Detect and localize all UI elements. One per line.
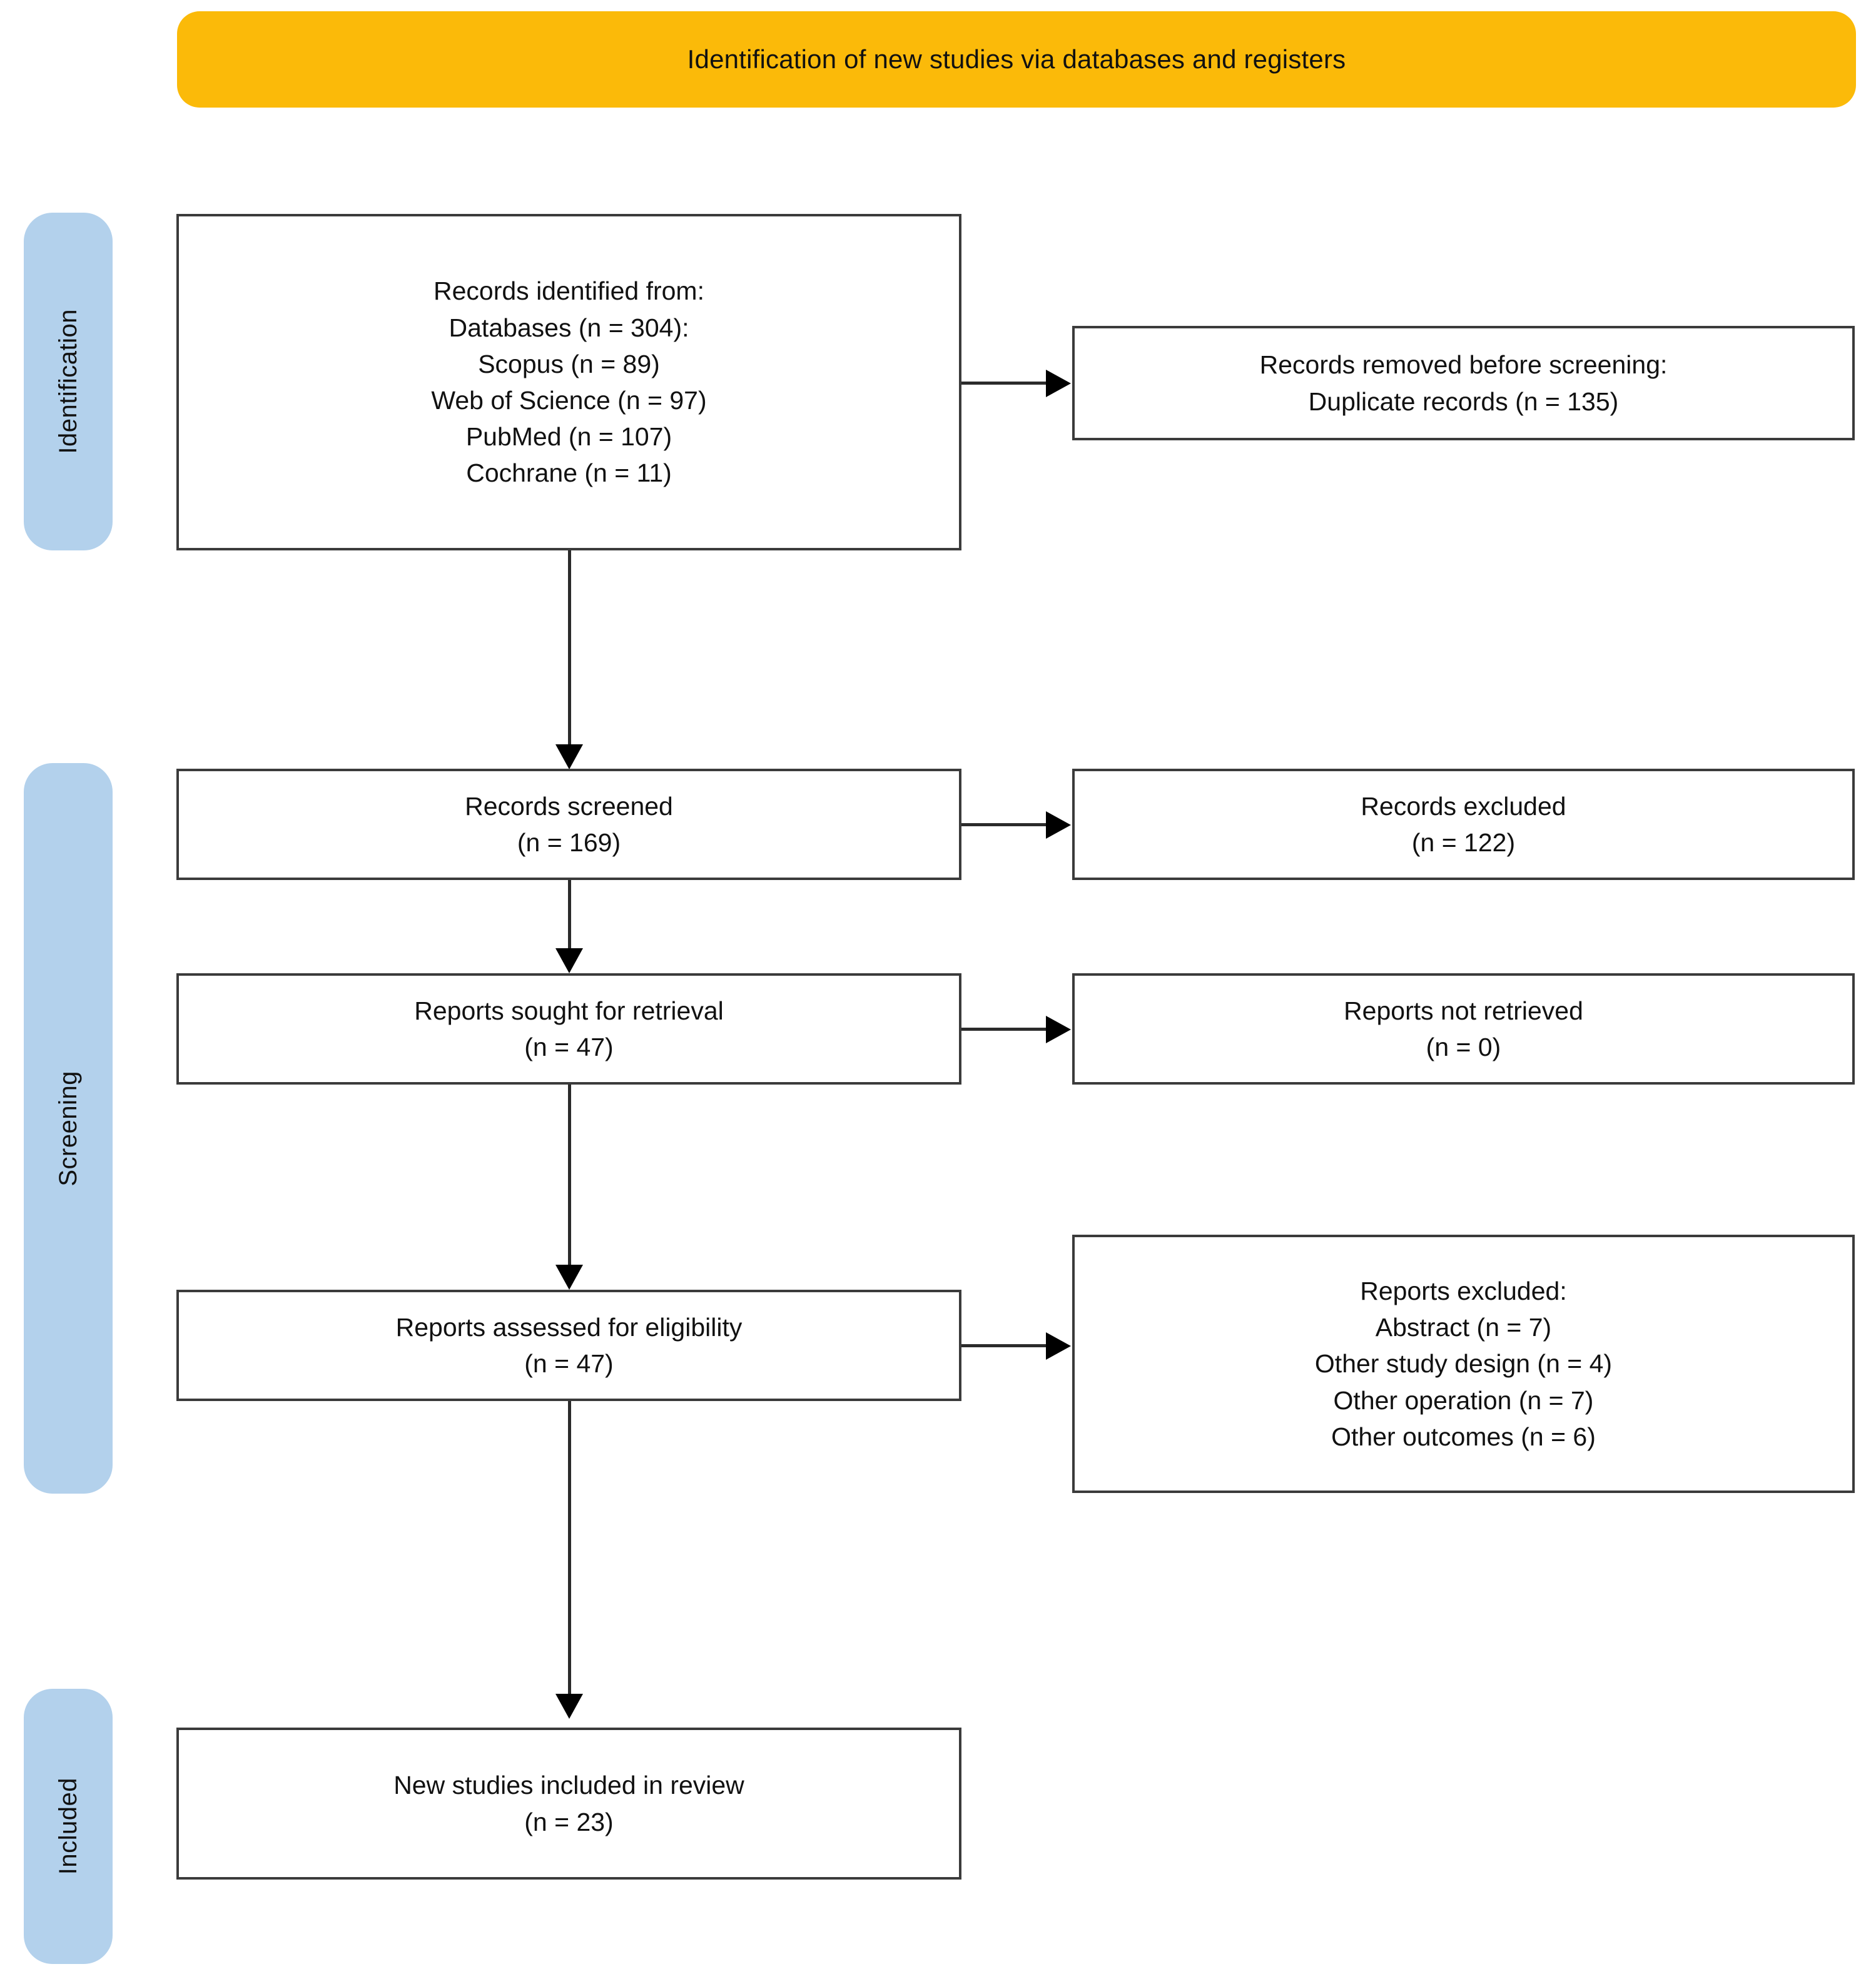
box-line: (n = 122)	[1411, 828, 1516, 857]
box-line: Other study design (n = 4)	[1314, 1349, 1613, 1379]
banner-title: Identification of new studies via databa…	[687, 44, 1346, 74]
box-records-removed: Records removed before screening: Duplic…	[1072, 326, 1855, 440]
stage-bar-included: Included	[24, 1689, 113, 1964]
box-studies-included: New studies included in review (n = 23)	[176, 1728, 961, 1880]
box-line: (n = 0)	[1426, 1033, 1501, 1061]
arrow-assessed-to-included	[555, 1694, 583, 1719]
connector-identified-to-screened	[568, 550, 571, 752]
connector-screened-to-excluded	[961, 823, 1049, 826]
box-line: Web of Science (n = 97)	[431, 386, 707, 415]
box-reports-excluded: Reports excluded: Abstract (n = 7) Other…	[1072, 1235, 1855, 1493]
arrow-assessed-to-reports-excluded	[1046, 1332, 1071, 1360]
connector-identified-to-removed	[961, 382, 1049, 385]
arrow-screened-to-excluded	[1046, 811, 1071, 839]
stage-label-included: Included	[54, 1778, 82, 1875]
box-records-screened: Records screened (n = 169)	[176, 769, 961, 880]
arrow-identified-to-removed	[1046, 370, 1071, 397]
box-line: PubMed (n = 107)	[465, 422, 672, 452]
connector-screened-to-sought	[568, 880, 571, 955]
stage-label-identification: Identification	[54, 309, 82, 454]
box-line: Reports assessed for eligibility	[395, 1312, 743, 1342]
box-line: Records screened	[465, 791, 673, 821]
connector-assessed-to-reports-excluded	[961, 1344, 1049, 1347]
box-line: (n = 169)	[517, 828, 621, 857]
stage-bar-identification: Identification	[24, 213, 113, 550]
box-line: Records excluded	[1361, 791, 1566, 821]
box-line: (n = 47)	[524, 1349, 614, 1378]
box-reports-assessed: Reports assessed for eligibility (n = 47…	[176, 1290, 961, 1401]
box-line: Abstract (n = 7)	[1375, 1313, 1552, 1342]
arrow-sought-to-assessed	[555, 1265, 583, 1290]
box-line: Scopus (n = 89)	[478, 349, 660, 378]
box-line: New studies included in review	[393, 1771, 744, 1800]
box-reports-not-retrieved: Reports not retrieved (n = 0)	[1072, 973, 1855, 1085]
box-reports-sought: Reports sought for retrieval (n = 47)	[176, 973, 961, 1085]
box-line: Records identified from:	[434, 276, 704, 306]
connector-sought-to-assessed	[568, 1085, 571, 1272]
arrow-screened-to-sought	[555, 948, 583, 973]
box-line: (n = 23)	[524, 1807, 614, 1836]
box-line: Other operation (n = 7)	[1333, 1385, 1594, 1415]
box-records-identified: Records identified from: Databases (n = …	[176, 214, 961, 550]
stage-bar-screening: Screening	[24, 763, 113, 1494]
arrow-sought-to-not-retrieved	[1046, 1016, 1071, 1043]
box-line: Reports not retrieved	[1344, 996, 1583, 1025]
arrow-identified-to-screened	[555, 744, 583, 769]
connector-sought-to-not-retrieved	[961, 1028, 1049, 1031]
box-line: Duplicate records (n = 135)	[1308, 387, 1619, 416]
box-line: Reports sought for retrieval	[414, 996, 724, 1025]
box-line: Databases (n = 304):	[449, 313, 689, 342]
stage-label-screening: Screening	[54, 1070, 82, 1187]
connector-assessed-to-included	[568, 1401, 571, 1701]
box-line: Records removed before screening:	[1259, 350, 1668, 380]
box-records-excluded: Records excluded (n = 122)	[1072, 769, 1855, 880]
box-line: (n = 47)	[524, 1033, 614, 1061]
box-line: Other outcomes (n = 6)	[1331, 1422, 1596, 1451]
box-line: Cochrane (n = 11)	[466, 458, 672, 488]
diagram-header-banner: Identification of new studies via databa…	[177, 11, 1856, 108]
box-line: Reports excluded:	[1360, 1276, 1567, 1305]
